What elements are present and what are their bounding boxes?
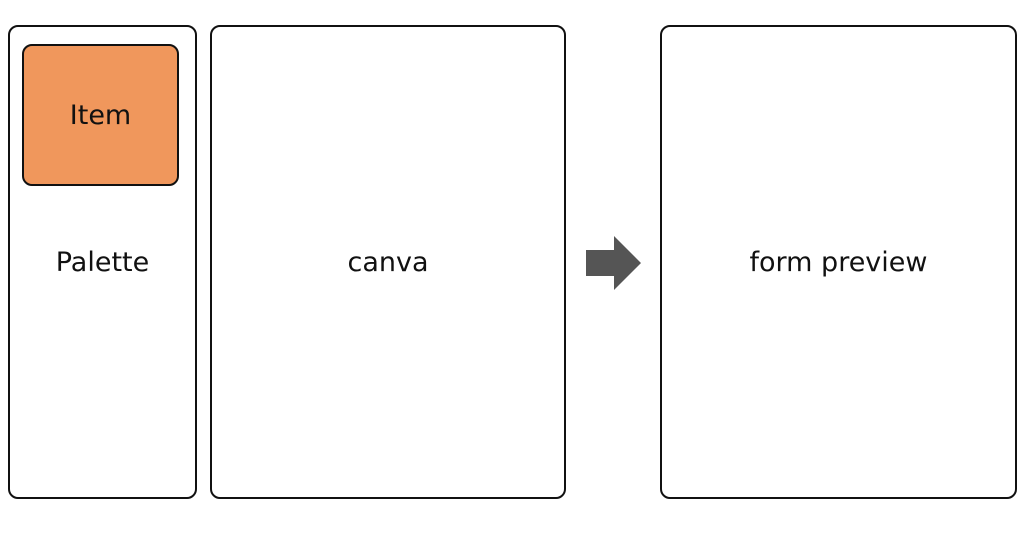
form-preview-panel: form preview	[660, 25, 1017, 499]
canvas-label: canva	[347, 247, 429, 278]
palette-item[interactable]: Item	[22, 44, 179, 186]
arrow-right-icon	[586, 236, 641, 290]
palette-label: Palette	[55, 247, 150, 278]
canvas-panel[interactable]: canva	[210, 25, 566, 499]
form-preview-label: form preview	[749, 247, 928, 278]
